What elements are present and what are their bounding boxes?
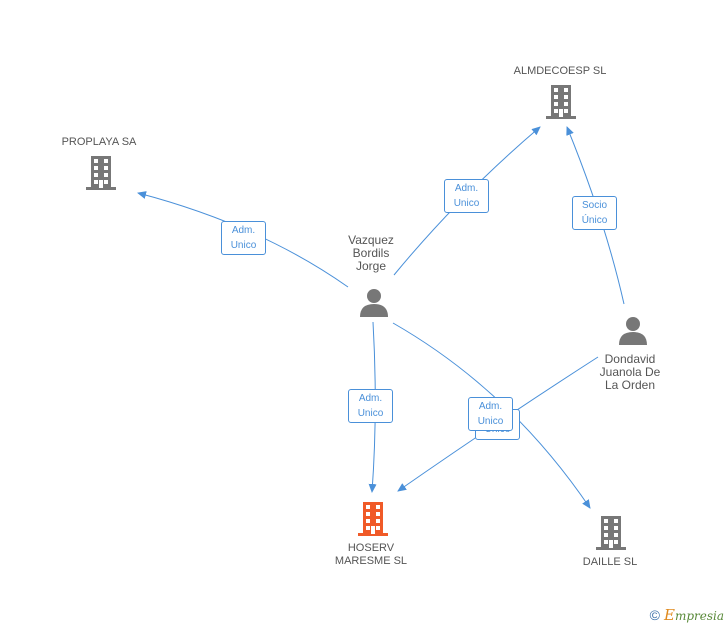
person-icon-vazquez[interactable] xyxy=(359,288,389,318)
person-label-vazquez[interactable]: Vazquez Bordils Jorge xyxy=(348,233,394,273)
building-icon-proplaya[interactable] xyxy=(86,156,116,190)
role-label-vazquez-almdecoesp: Adm. Unico xyxy=(444,179,489,213)
person-icon-dondavid[interactable] xyxy=(618,316,648,346)
brand-logo-initial: E xyxy=(663,606,675,624)
person-label-dondavid[interactable]: Dondavid Juanola De La Orden xyxy=(599,352,661,392)
building-icon-hoserv[interactable] xyxy=(358,502,388,536)
company-label-proplaya[interactable]: PROPLAYA SA xyxy=(61,136,137,148)
role-label-vazquez-proplaya: Adm. Unico xyxy=(221,221,266,255)
company-label-hoserv[interactable]: HOSERV MARESME SL xyxy=(334,542,408,567)
company-label-almdecoesp[interactable]: ALMDECOESP SL xyxy=(513,65,607,77)
role-label-vazquez-hoserv: Adm. Unico xyxy=(348,389,393,423)
brand-logo-text: mpresia xyxy=(674,609,724,623)
role-label-dondavid-hoserv: Adm. Unico xyxy=(468,397,513,431)
role-label-dondavid-almdecoesp: Socio Único xyxy=(572,196,617,230)
brand-watermark: ©Empresia xyxy=(650,606,724,624)
building-icon-almdecoesp[interactable] xyxy=(546,85,576,119)
copyright-symbol: © xyxy=(649,607,660,623)
building-icon-daille[interactable] xyxy=(596,516,626,550)
company-label-daille[interactable]: DAILLE SL xyxy=(582,556,638,568)
